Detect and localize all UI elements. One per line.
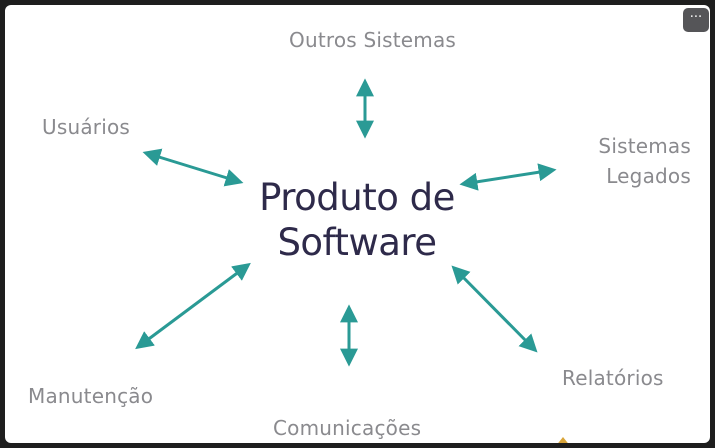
node-sistemas-legados-line-2: Legados xyxy=(606,164,691,188)
corner-decoration xyxy=(555,437,571,443)
arrow-bottom-left xyxy=(135,262,251,350)
node-usuarios: Usuários xyxy=(42,115,131,139)
arrows-layer xyxy=(135,78,557,367)
node-comunicacoes: Comunicações xyxy=(273,416,422,440)
arrow-top-left xyxy=(142,148,244,187)
more-horizontal-icon: ··· xyxy=(689,10,703,25)
center-title-line-1: Produto de xyxy=(259,176,455,219)
node-relatorios: Relatórios xyxy=(562,366,664,390)
arrow-right xyxy=(459,163,557,191)
diagram-canvas: Produto de Software Outros Sistemas Usuá… xyxy=(5,5,710,443)
node-manutencao: Manutenção xyxy=(28,384,154,408)
node-sistemas-legados-line-1: Sistemas xyxy=(598,134,691,158)
center-node-title: Produto de Software xyxy=(252,175,462,265)
more-options-button[interactable]: ··· xyxy=(683,8,709,32)
node-sistemas-legados: Sistemas Legados xyxy=(588,131,691,191)
arrow-bottom-right xyxy=(451,265,538,353)
center-title-line-2: Software xyxy=(277,221,437,264)
node-outros-sistemas: Outros Sistemas xyxy=(289,28,457,52)
